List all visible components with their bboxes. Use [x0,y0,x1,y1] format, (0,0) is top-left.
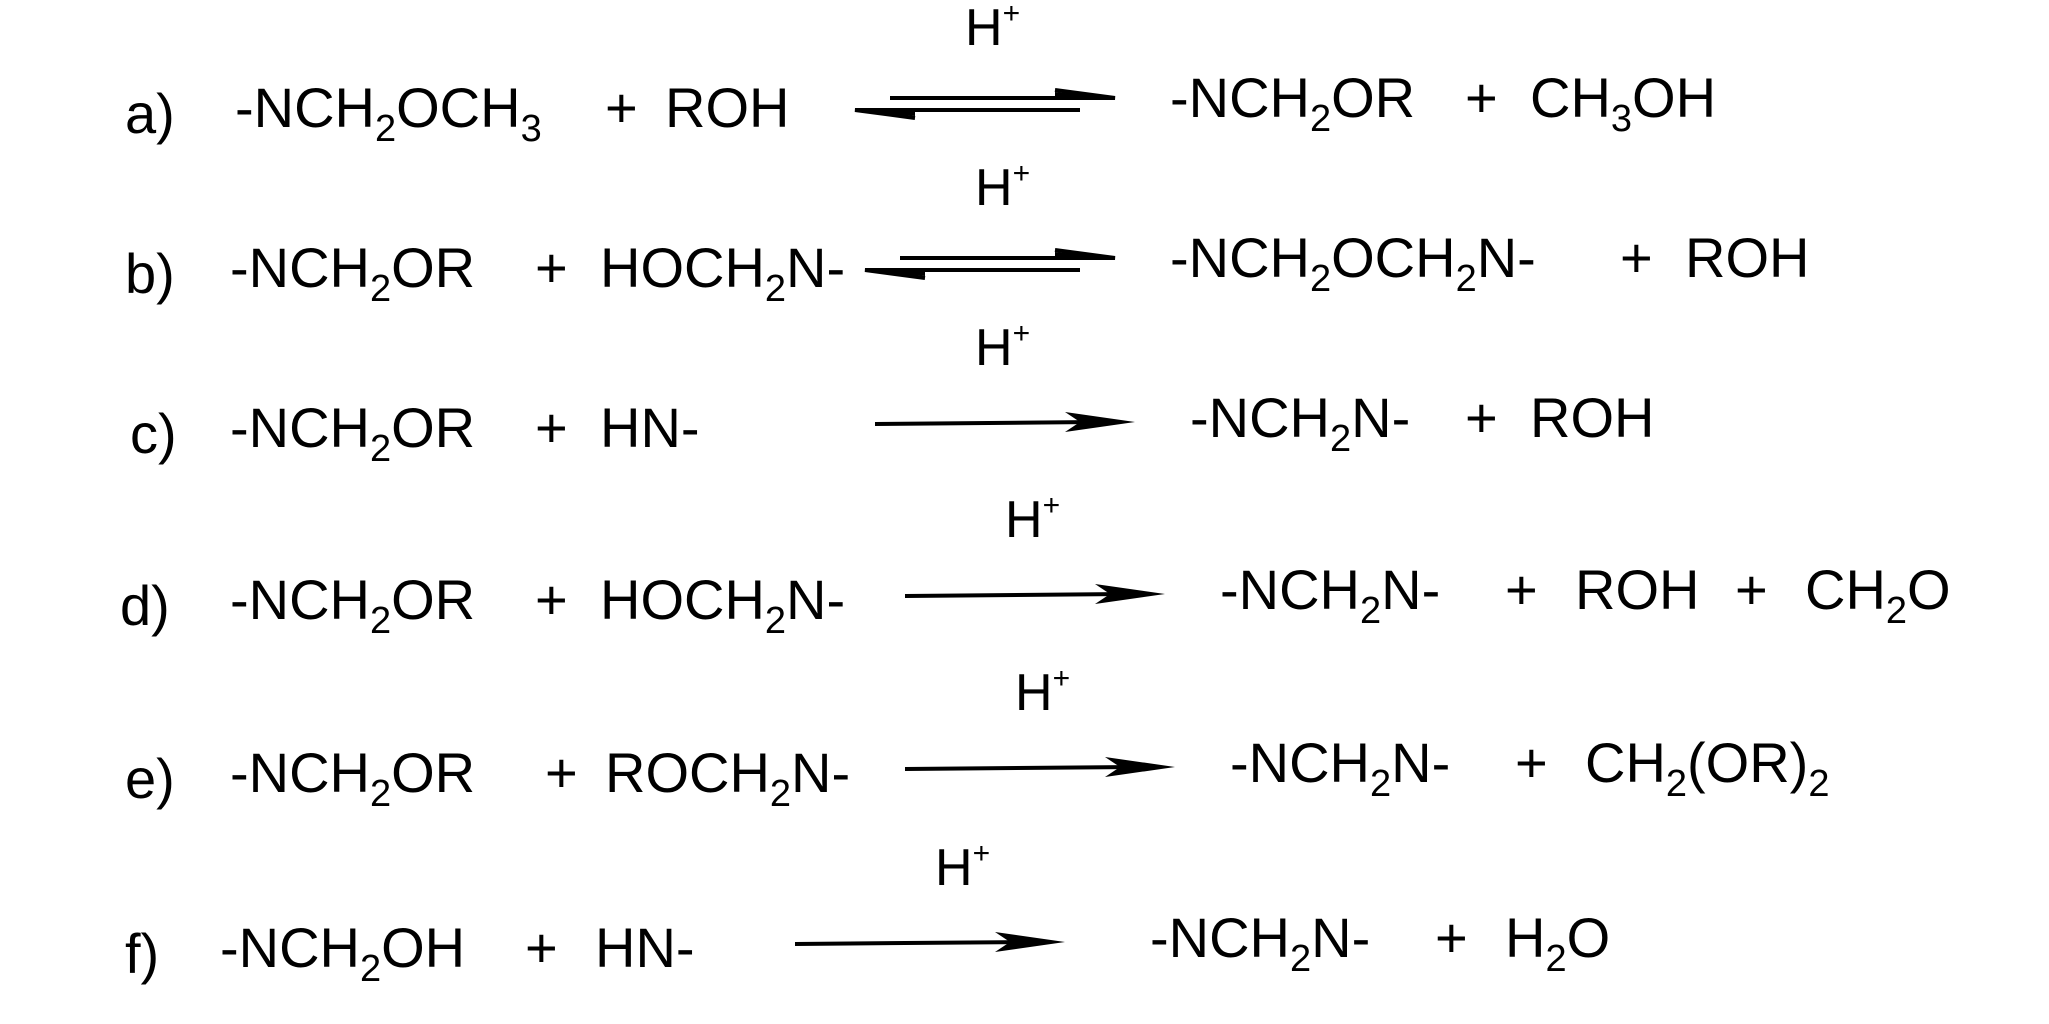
reaction-d: d) -NCH2OR + HOCH2N- H+ -NCH2N- + ROH + CH2O [0,0,2049,641]
plus-sign: + [1465,386,1498,449]
plus-sign: + [1435,906,1468,969]
catalyst-label: H+ [935,837,991,897]
reaction-arrow [874,412,1135,432]
reactant-2: HN- [600,396,700,459]
reactant-1: -NCH2OR [230,741,476,815]
reaction-b: b) -NCH2OR + HOCH2N- H+ -NCH2OCH2N- + ROH [0,0,2049,309]
reverse-half-arrowhead [855,110,915,116]
catalyst-label: H+ [965,0,1021,57]
catalyst-label: H+ [975,157,1031,217]
product-1: -NCH2N- [1150,906,1371,980]
reaction-label: d) [120,574,170,637]
arrow-shaft [904,592,1126,598]
product-1: -NCH2OR [1170,66,1416,140]
reactant-1: -NCH2OR [230,396,476,470]
reactant-2: HN- [595,916,695,979]
forward-half-arrowhead [1055,92,1115,98]
reactant-2: ROCH2N- [605,741,851,815]
product-2: ROH [1685,226,1810,289]
reactant-2: ROH [665,76,790,139]
product-1: -NCH2OCH2N- [1170,226,1536,300]
equilibrium-arrow [854,88,1116,120]
plus-sign: + [545,741,578,804]
plus-sign: + [535,396,568,459]
reaction-arrow [904,584,1165,604]
reactant-2: HOCH2N- [600,568,846,642]
reaction-arrow [904,757,1175,777]
plus-sign: + [1515,731,1548,794]
reactant-2: HOCH2N- [600,236,846,310]
reaction-label: e) [125,747,175,810]
reaction-arrow [794,932,1065,952]
arrow-shaft [794,940,1026,946]
reaction-label: c) [130,402,177,465]
reaction-label: a) [125,82,175,145]
reaction-e: e) -NCH2OR + ROCH2N- H+ -NCH2N- + CH2(OR)2 [0,0,2049,814]
product-1: -NCH2N- [1220,558,1441,632]
forward-half-arrowhead [1055,252,1115,258]
arrowhead [995,932,1065,952]
reactant-1: -NCH2OCH3 [235,76,542,150]
reaction-label: f) [125,922,160,985]
reaction-c: c) -NCH2OR + HN- H+ -NCH2N- + ROH [0,0,2049,469]
plus-sign: + [605,76,638,139]
plus-sign: + [535,236,568,299]
plus-sign: + [1505,558,1538,621]
catalyst-label: H+ [1015,662,1071,722]
arrow-shaft [874,420,1096,426]
product-1: -NCH2N- [1190,386,1411,460]
product-2: ROH [1530,386,1655,449]
product-2: H2O [1505,906,1611,980]
product-2: CH2(OR)2 [1585,731,1830,805]
reverse-half-arrowhead [865,270,925,276]
reactant-1: -NCH2OR [230,236,476,310]
product-2: CH3OH [1530,66,1717,140]
arrow-shaft [904,765,1136,771]
plus-sign: + [525,916,558,979]
plus-sign: + [1735,558,1768,621]
arrowhead [1105,757,1175,777]
reaction-f: f) -NCH2OH + HN- H+ -NCH2N- + H2O [0,0,2049,989]
product-1: -NCH2N- [1230,731,1451,805]
arrowhead [1065,412,1135,432]
plus-sign: + [1465,66,1498,129]
plus-sign: + [535,568,568,631]
plus-sign: + [1620,226,1653,289]
catalyst-label: H+ [975,317,1031,377]
reactant-1: -NCH2OH [220,916,466,990]
reaction-a: a) -NCH2OCH3 + ROH H+ -NCH2OR + CH3OH [0,0,2049,170]
arrowhead [1095,584,1165,604]
product-2: ROH [1575,558,1700,621]
catalyst-label: H+ [1005,489,1061,549]
product-3: CH2O [1805,558,1951,632]
reaction-label: b) [125,242,175,305]
equilibrium-arrow [864,248,1116,280]
reactant-1: -NCH2OR [230,568,476,642]
